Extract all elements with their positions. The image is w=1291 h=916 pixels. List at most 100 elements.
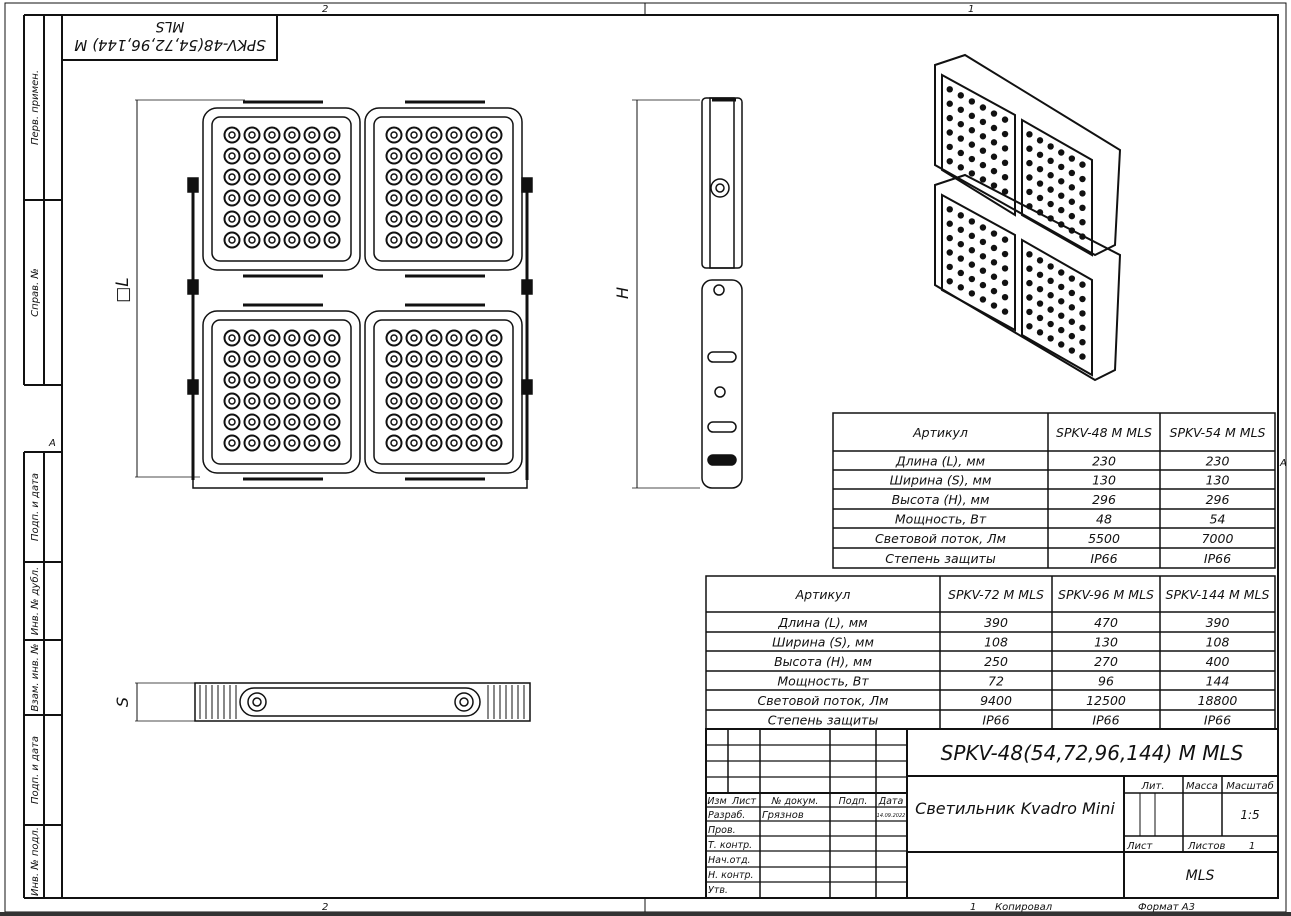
led bbox=[979, 281, 987, 289]
led bbox=[1026, 308, 1033, 316]
led bbox=[243, 189, 261, 207]
led bbox=[405, 147, 423, 165]
led bbox=[323, 434, 341, 452]
led bbox=[485, 126, 503, 144]
developer-name: Грязнов bbox=[762, 810, 804, 821]
led bbox=[946, 86, 953, 93]
led bbox=[425, 189, 443, 207]
table-cell: 5500 bbox=[1088, 531, 1120, 546]
led bbox=[946, 220, 953, 227]
table-cell: Световой поток, Лм bbox=[875, 531, 1006, 546]
led bbox=[968, 141, 976, 148]
table-cell: 250 bbox=[984, 654, 1008, 669]
led bbox=[1001, 236, 1009, 243]
led bbox=[1047, 200, 1054, 208]
table-cell: 400 bbox=[1206, 654, 1230, 669]
stamp-top bbox=[61, 14, 278, 61]
led bbox=[223, 413, 241, 431]
led bbox=[1026, 159, 1033, 167]
led bbox=[1036, 314, 1044, 322]
led bbox=[243, 231, 261, 249]
led bbox=[1047, 215, 1054, 222]
led bbox=[323, 413, 341, 431]
led bbox=[1036, 257, 1044, 264]
led bbox=[405, 434, 423, 452]
led bbox=[485, 168, 503, 186]
led bbox=[485, 392, 503, 410]
led bbox=[1026, 279, 1033, 287]
led bbox=[263, 168, 281, 186]
title-block bbox=[705, 728, 1279, 899]
table-cell: 296 bbox=[1092, 492, 1116, 507]
led bbox=[1047, 172, 1054, 179]
led bbox=[465, 168, 483, 186]
dimension-width: S bbox=[113, 697, 132, 707]
drawing-designation: SPKV-48(54,72,96,144) M MLS bbox=[941, 741, 1244, 765]
led bbox=[485, 371, 503, 389]
led bbox=[405, 350, 423, 368]
led bbox=[465, 126, 483, 144]
table-cell: 7000 bbox=[1202, 531, 1234, 546]
table-cell: Ширина (S), мм bbox=[890, 473, 992, 488]
title-col-header: Подп. bbox=[839, 796, 868, 807]
side-view bbox=[701, 97, 743, 489]
table-cell: IP66 bbox=[982, 713, 1009, 728]
led bbox=[1079, 353, 1086, 360]
table-header: Артикул bbox=[795, 587, 851, 602]
led bbox=[968, 155, 976, 163]
scale-label: Масштаб bbox=[1226, 780, 1274, 792]
table-cell: 130 bbox=[1094, 635, 1118, 650]
title-col-header: Изм bbox=[707, 796, 726, 807]
led bbox=[957, 149, 965, 157]
led bbox=[405, 168, 423, 186]
table-cell: 130 bbox=[1206, 473, 1230, 488]
led bbox=[1079, 175, 1086, 183]
led bbox=[1058, 192, 1065, 199]
table-cell: Степень защиты bbox=[885, 551, 996, 566]
led bbox=[968, 275, 976, 283]
led bbox=[1058, 326, 1065, 334]
led bbox=[223, 350, 241, 368]
table-header: SPKV-144 M MLS bbox=[1166, 587, 1270, 602]
led bbox=[323, 168, 341, 186]
led bbox=[968, 232, 976, 240]
company-name: MLS bbox=[1186, 868, 1215, 884]
led bbox=[1068, 289, 1076, 297]
title-col-header: Дата bbox=[878, 796, 904, 807]
date-value: 14.09.2022 bbox=[877, 813, 906, 819]
led bbox=[1058, 149, 1065, 156]
role-label: Н. контр. bbox=[708, 870, 754, 881]
led bbox=[223, 434, 241, 452]
led bbox=[223, 126, 241, 144]
led bbox=[465, 329, 483, 347]
mass-label: Масса bbox=[1186, 781, 1218, 792]
led bbox=[1047, 263, 1054, 270]
role-label: Пров. bbox=[708, 825, 736, 836]
led bbox=[957, 106, 965, 113]
table-header: Артикул bbox=[912, 425, 968, 440]
table-cell: 12500 bbox=[1086, 693, 1126, 708]
led bbox=[1058, 163, 1065, 171]
led bbox=[1001, 116, 1009, 123]
led bbox=[979, 176, 987, 183]
led bbox=[1026, 294, 1033, 301]
led bbox=[323, 210, 341, 228]
led bbox=[425, 350, 443, 368]
table-cell: Степень защиты bbox=[768, 713, 879, 728]
led bbox=[385, 413, 403, 431]
led bbox=[1058, 269, 1065, 276]
table-cell: 96 bbox=[1098, 674, 1114, 689]
side-strip-label: Инв. № подл. bbox=[30, 827, 41, 896]
table-cell: 270 bbox=[1094, 654, 1118, 669]
table-cell: 390 bbox=[984, 615, 1008, 630]
led bbox=[1026, 188, 1033, 196]
led-module bbox=[202, 107, 361, 271]
led bbox=[968, 218, 976, 225]
led bbox=[990, 287, 998, 295]
table-cell: 108 bbox=[1206, 635, 1230, 650]
led bbox=[263, 434, 281, 452]
led bbox=[968, 98, 976, 105]
table-cell: Высота (H), мм bbox=[892, 492, 990, 507]
table-cell: IP66 bbox=[1204, 551, 1231, 566]
led bbox=[1079, 281, 1086, 288]
